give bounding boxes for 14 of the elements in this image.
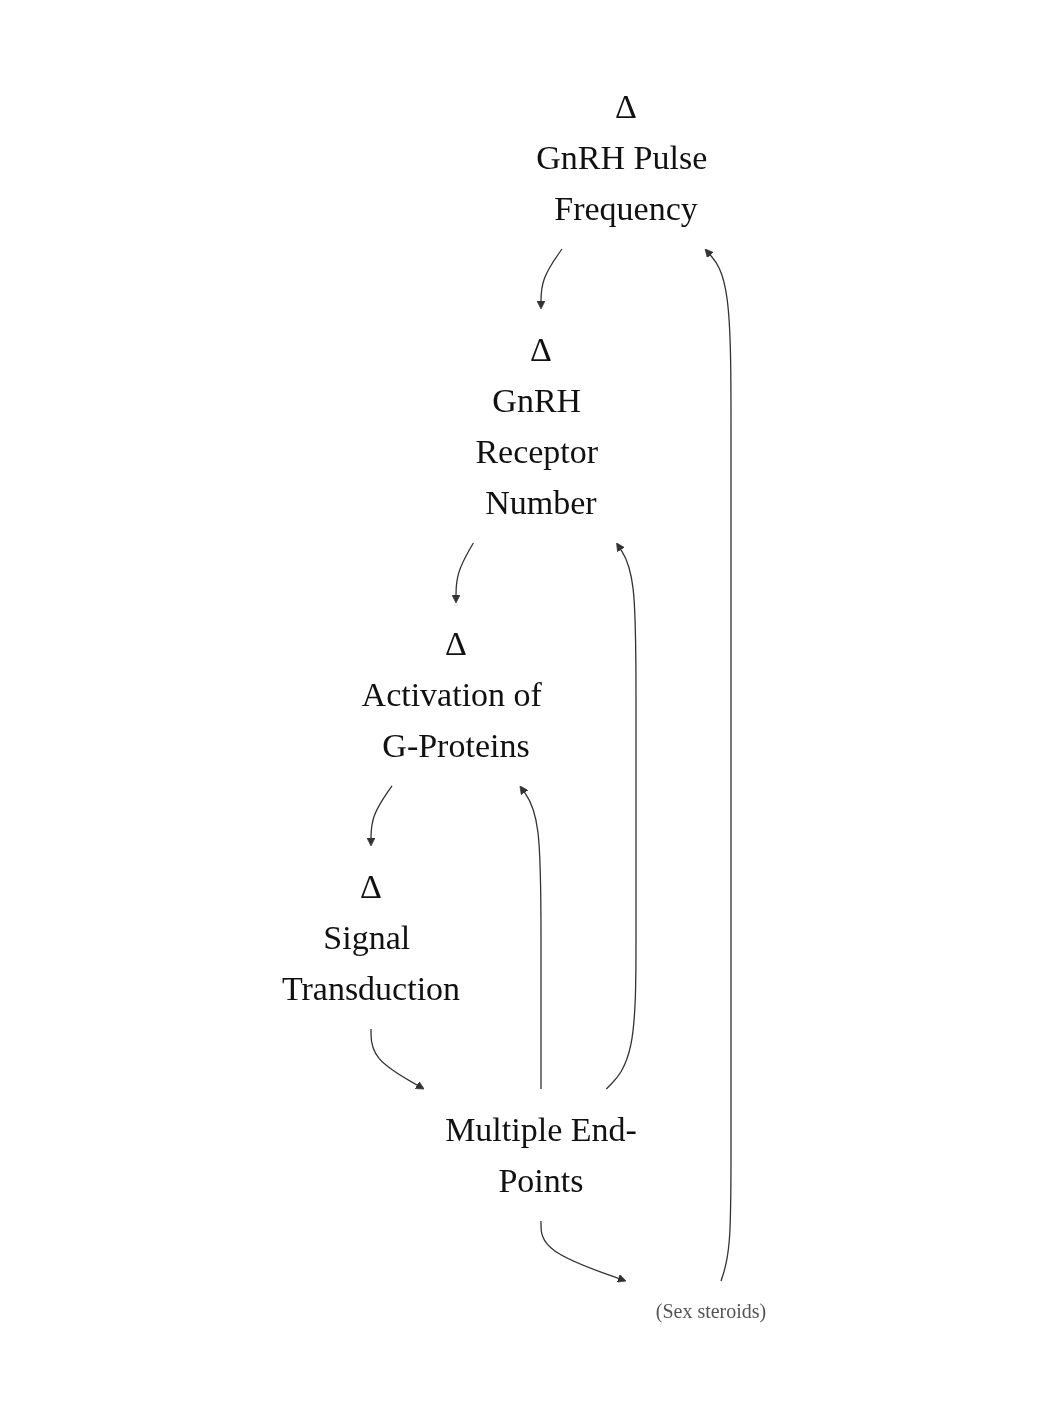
arrow bbox=[519, 785, 542, 1090]
node-text: Δ Signal Transduction bbox=[282, 867, 461, 1007]
node-text: Δ GnRH Pulse Frequency bbox=[536, 87, 708, 227]
arrow bbox=[606, 542, 637, 1090]
arrow bbox=[536, 247, 563, 309]
node-text: (Sex steroids) bbox=[656, 1299, 767, 1322]
arrow bbox=[540, 1219, 627, 1282]
node-text: Δ Activation of G-Proteins bbox=[361, 624, 543, 764]
arrow bbox=[370, 1027, 425, 1089]
node-text: Δ GnRH Receptor Number bbox=[475, 330, 599, 521]
arrow bbox=[366, 784, 393, 846]
node-text: Multiple End-Points bbox=[445, 1110, 638, 1199]
arrow bbox=[451, 541, 475, 603]
arrow bbox=[705, 248, 732, 1282]
